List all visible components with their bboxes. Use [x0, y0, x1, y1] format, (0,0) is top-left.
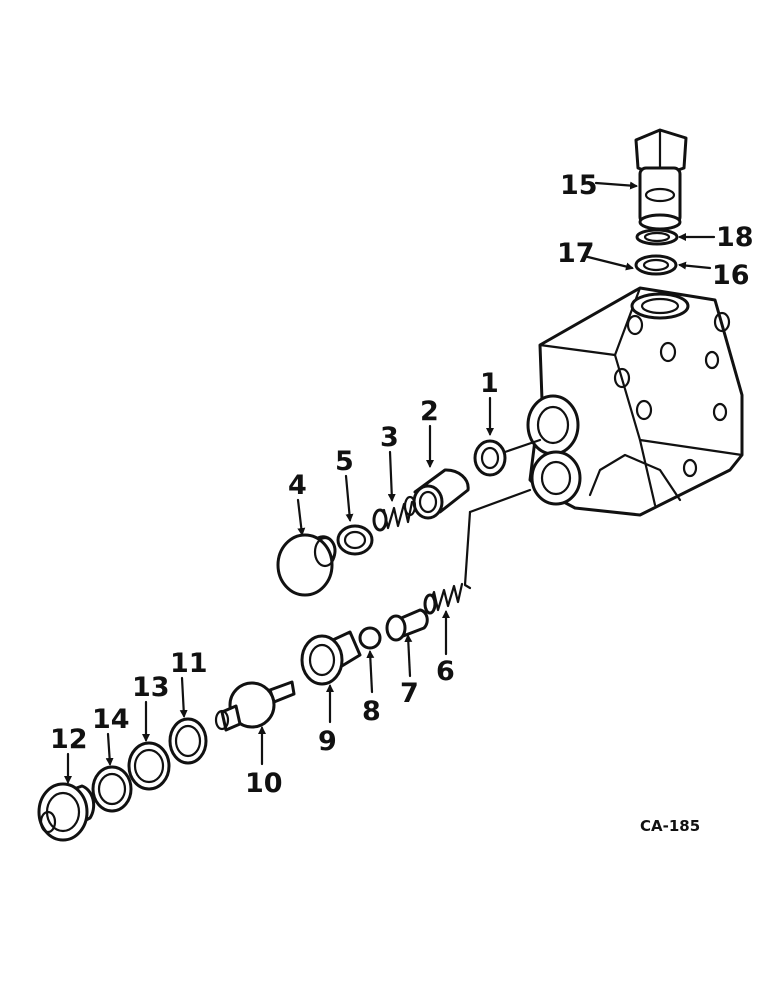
- callout-4: 4: [288, 470, 307, 501]
- o-ring-part-13: [127, 741, 171, 791]
- plug-part-12: [37, 782, 96, 842]
- callout-1: 1: [480, 368, 499, 399]
- o-ring-part-14: [91, 765, 133, 813]
- callout-14: 14: [92, 704, 130, 735]
- o-ring-part-5: [336, 524, 374, 556]
- callout-12: 12: [50, 724, 88, 755]
- callout-3: 3: [380, 422, 399, 453]
- callout-5: 5: [335, 446, 354, 477]
- callout-8: 8: [362, 696, 381, 727]
- callout-7: 7: [400, 678, 419, 709]
- callout-labels: 1 2 3 4 5 6 7 8 9 10 11 12 13 14 15 16 1…: [50, 170, 754, 835]
- callout-11: 11: [170, 648, 208, 679]
- poppet-part-10: [214, 680, 296, 732]
- sleeve-part-2: [412, 468, 470, 520]
- callout-13: 13: [132, 672, 170, 703]
- washer-part-18: [635, 228, 679, 246]
- o-ring-part-11: [168, 717, 208, 765]
- spring-part-6: [423, 582, 464, 615]
- callout-9: 9: [318, 726, 337, 757]
- callout-10: 10: [245, 768, 283, 799]
- assembly-guide-lines: [463, 438, 542, 590]
- pin-part-7: [385, 608, 429, 642]
- relief-valve-plug: [634, 128, 688, 231]
- ball-part-8: [358, 626, 382, 650]
- callout-16: 16: [712, 260, 750, 291]
- callout-15: 15: [560, 170, 598, 201]
- seat-part-9: [300, 630, 362, 686]
- spring-part-3: [372, 495, 417, 532]
- callout-arrows: [64, 181, 716, 784]
- o-ring-part-16-17: [634, 254, 678, 276]
- callout-18: 18: [716, 222, 754, 253]
- callout-17: 17: [557, 238, 595, 269]
- valve-housing: [526, 286, 744, 517]
- callout-6: 6: [436, 656, 455, 687]
- drawing-code: CA-185: [640, 817, 700, 835]
- callout-2: 2: [420, 396, 439, 427]
- plug-part-4: [276, 533, 337, 597]
- seal-ring-part-1: [473, 439, 507, 477]
